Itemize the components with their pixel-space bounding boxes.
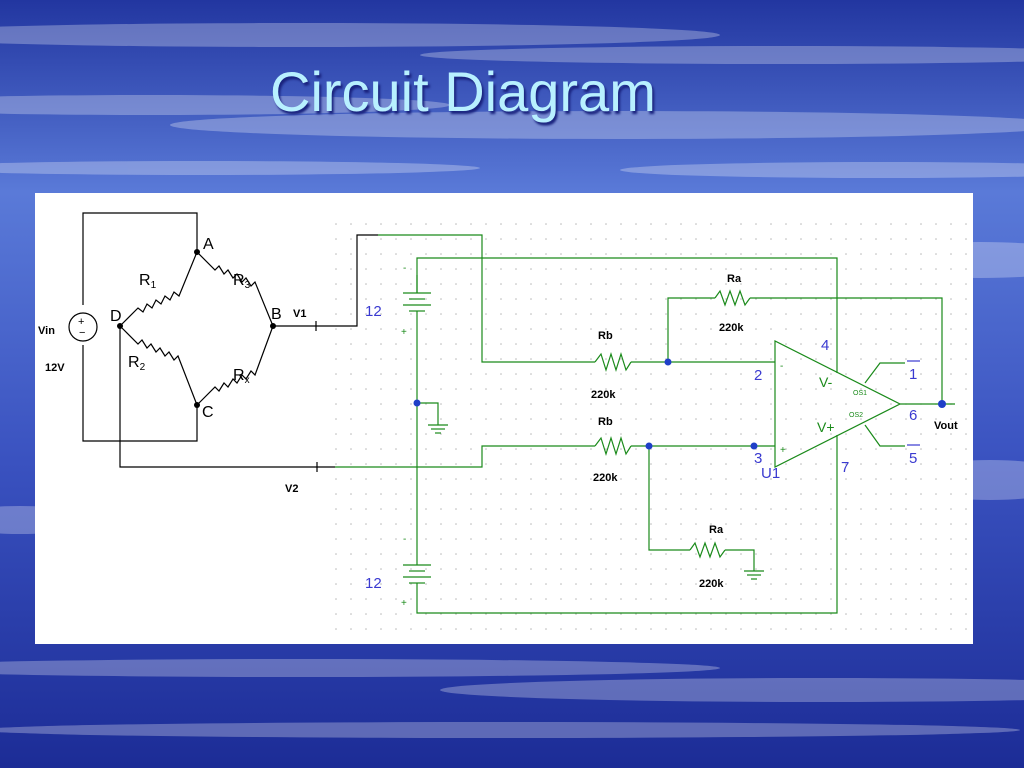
r3-label: R3 xyxy=(233,272,251,291)
resistor-r2 xyxy=(119,325,198,406)
node-d xyxy=(117,323,123,329)
circuit-diagram: + − xyxy=(38,212,968,638)
r1-label: R1 xyxy=(139,272,157,291)
ra-top-label: Ra xyxy=(727,273,742,285)
rx-label: Rx xyxy=(233,367,250,386)
bridge-supply-wire xyxy=(82,212,198,305)
ground-symbol-icon xyxy=(744,570,764,580)
pin-1-label: 1 xyxy=(909,366,917,383)
supply-top-value: 12 xyxy=(365,303,382,320)
node-noninv-junction xyxy=(645,442,653,450)
wire-v1-input xyxy=(378,234,595,363)
node-c-label: C xyxy=(202,404,214,421)
schematic-dot-grid xyxy=(328,213,968,638)
node-vout xyxy=(938,400,946,408)
wire-b-to-v1 xyxy=(273,234,378,327)
os1-label: OS1 xyxy=(853,390,867,397)
node-c xyxy=(194,402,200,408)
supply-top-plus: + xyxy=(401,327,407,338)
r2-label: R2 xyxy=(128,354,146,373)
resistor-rb-bottom xyxy=(594,435,632,457)
wire-vplus-rail xyxy=(416,435,838,614)
resistor-r1 xyxy=(119,251,198,327)
bridge-supply-wire-bottom xyxy=(82,345,198,442)
pin-7-label: 7 xyxy=(841,459,849,476)
v1-label: V1 xyxy=(293,308,306,320)
pin-3-label: 3 xyxy=(754,450,762,467)
rb-top-value: 220k xyxy=(591,389,616,401)
ra-bottom-value: 220k xyxy=(699,578,724,590)
pin-6-label: 6 xyxy=(909,407,917,424)
os2-label: OS2 xyxy=(849,412,863,419)
vout-label: Vout xyxy=(934,420,958,432)
u1-label: U1 xyxy=(761,465,780,482)
svg-text:-: - xyxy=(780,361,783,372)
supply-bottom-value: 12 xyxy=(365,575,382,592)
pin-4-label: 4 xyxy=(821,337,829,354)
node-pin3 xyxy=(750,442,758,450)
supply-top-minus: - xyxy=(403,263,406,274)
wire-d-to-v2 xyxy=(119,326,335,468)
supply-bottom-minus: - xyxy=(403,534,406,545)
resistor-rx xyxy=(196,325,274,406)
resistor-ra-top xyxy=(714,289,751,307)
svg-text:−: − xyxy=(79,327,85,339)
instrumentation-amplifier: - + V- V+ OS1 OS2 xyxy=(335,234,958,614)
svg-text:+: + xyxy=(78,316,84,328)
node-d-label: D xyxy=(110,308,122,325)
battery-bottom-icon xyxy=(403,403,431,598)
resistor-r3 xyxy=(196,251,274,327)
svg-text:+: + xyxy=(780,445,786,456)
node-b-label: B xyxy=(271,306,282,323)
rb-top-label: Rb xyxy=(598,330,613,342)
battery-top-icon xyxy=(403,275,431,403)
ra-top-value: 220k xyxy=(719,322,744,334)
ground-mid-icon xyxy=(428,424,448,434)
slide-title: Circuit Diagram xyxy=(270,60,656,123)
node-supply-mid xyxy=(413,399,421,407)
voltage-source-icon: + − xyxy=(68,312,98,342)
wire-v2-input xyxy=(335,445,595,468)
vin-value: 12V xyxy=(45,362,65,374)
circuit-diagram-panel: + − xyxy=(35,193,973,644)
ra-bottom-label: Ra xyxy=(709,524,724,536)
vplus-label: V+ xyxy=(817,419,835,435)
resistor-ra-bottom xyxy=(689,541,726,559)
node-inv-junction xyxy=(664,358,672,366)
node-b xyxy=(270,323,276,329)
vminus-label: V- xyxy=(819,374,833,390)
resistor-rb-top xyxy=(594,351,632,373)
rb-bottom-value: 220k xyxy=(593,472,618,484)
v2-label: V2 xyxy=(285,483,298,495)
node-a xyxy=(194,249,200,255)
vin-label: Vin xyxy=(38,325,55,337)
rb-bottom-label: Rb xyxy=(598,416,613,428)
wheatstone-bridge: + − xyxy=(38,212,378,495)
node-a-label: A xyxy=(203,236,214,253)
pin-5-label: 5 xyxy=(909,450,917,467)
supply-bottom-plus: + xyxy=(401,598,407,609)
pin-2-label: 2 xyxy=(754,367,762,384)
